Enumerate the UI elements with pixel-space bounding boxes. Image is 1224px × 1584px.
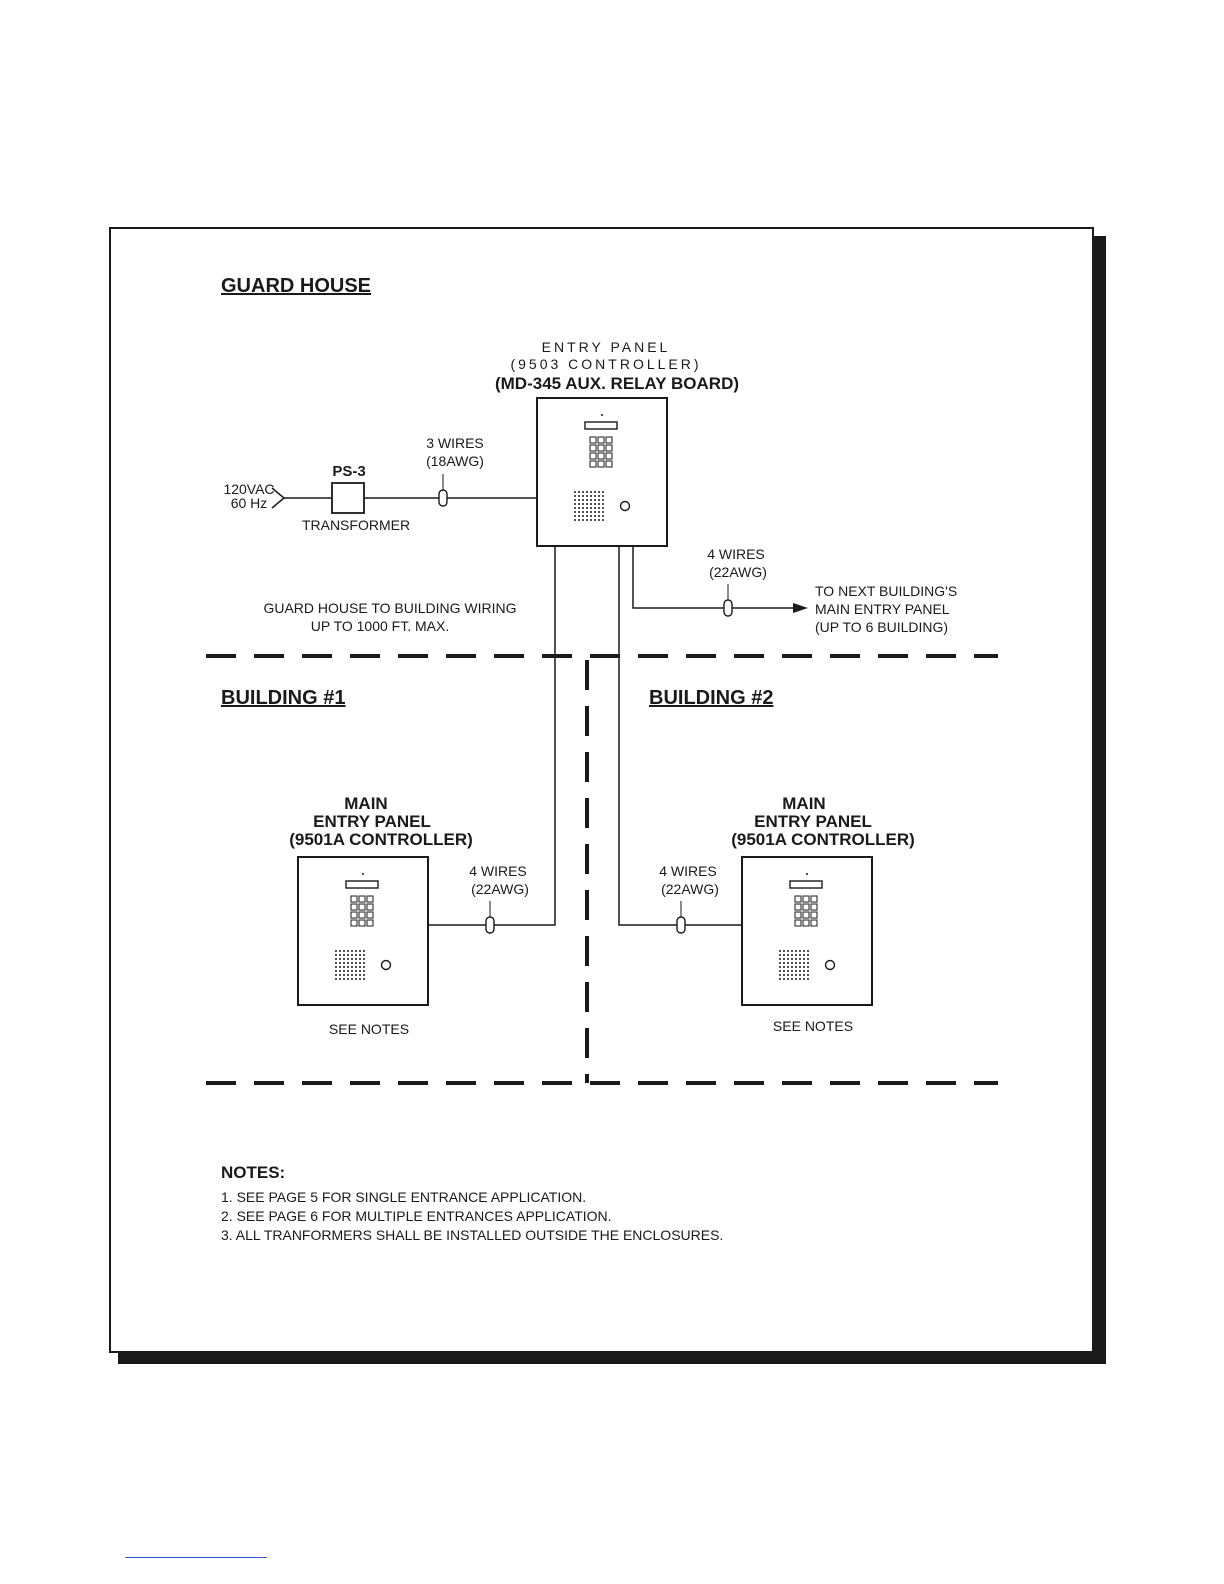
building2-panel-main: MAIN: [782, 794, 825, 813]
notes-heading: NOTES:: [221, 1163, 285, 1182]
note-3: 3. ALL TRANFORMERS SHALL BE INSTALLED OU…: [221, 1227, 723, 1243]
next-building-line1: TO NEXT BUILDING'S: [815, 583, 957, 599]
transformer-caption: TRANSFORMER: [302, 517, 410, 533]
ps3-label: PS-3: [332, 463, 365, 480]
building2-wire-gauge: (22AWG): [661, 881, 719, 897]
building1-wire-count: 4 WIRES: [469, 863, 527, 879]
building1-heading: BUILDING #1: [221, 687, 345, 709]
power-frequency-label: 60 Hz: [231, 495, 268, 511]
building1-panel-controller: (9501A CONTROLLER): [289, 830, 473, 849]
guard-entry-panel: [537, 398, 667, 546]
next-building-line3: (UP TO 6 BUILDING): [815, 619, 948, 635]
building2-feed-wire: [618, 546, 742, 926]
note-2: 2. SEE PAGE 6 FOR MULTIPLE ENTRANCES APP…: [221, 1208, 612, 1224]
wire-clip-building2: [676, 916, 686, 934]
building2-heading: BUILDING #2: [649, 687, 773, 709]
wire-count-next: 4 WIRES: [707, 546, 765, 562]
building1-see-notes: SEE NOTES: [329, 1021, 409, 1037]
building2-see-notes: SEE NOTES: [773, 1018, 853, 1034]
wire-clip-building1: [485, 916, 495, 934]
wiring-distance-line1: GUARD HOUSE TO BUILDING WIRING: [263, 600, 516, 616]
power-voltage-label: 120VAC: [223, 481, 274, 497]
building1-entry-panel: [298, 857, 428, 1005]
building2-panel-title: ENTRY PANEL: [754, 812, 872, 831]
building2-entry-panel: [742, 857, 872, 1005]
wire-clip-next: [723, 599, 733, 617]
guard-house-heading: GUARD HOUSE: [221, 275, 371, 297]
entry-panel-title: ENTRY PANEL: [542, 339, 671, 355]
wiring-distance-line2: UP TO 1000 FT. MAX.: [311, 618, 450, 634]
building1-panel-title: ENTRY PANEL: [313, 812, 431, 831]
entry-panel-controller: (9503 CONTROLLER): [510, 356, 701, 372]
next-building-line2: MAIN ENTRY PANEL: [815, 601, 950, 617]
next-building-wire: [632, 546, 795, 609]
wire-count-3: 3 WIRES: [426, 435, 484, 451]
building1-wire-gauge: (22AWG): [471, 881, 529, 897]
next-building-arrow: [793, 603, 808, 613]
note-1: 1. SEE PAGE 5 FOR SINGLE ENTRANCE APPLIC…: [221, 1189, 586, 1205]
entry-panel-relay-board: (MD-345 AUX. RELAY BOARD): [495, 374, 739, 393]
ps3-transformer: [331, 482, 365, 514]
wire-gauge-18: (18AWG): [426, 453, 484, 469]
building2-wire-count: 4 WIRES: [659, 863, 717, 879]
footer-rule: [125, 1557, 267, 1558]
wire-gauge-next: (22AWG): [709, 564, 767, 580]
building2-panel-controller: (9501A CONTROLLER): [731, 830, 915, 849]
wire-clip-3-wires: [438, 489, 448, 507]
building1-feed-wire: [428, 546, 556, 926]
building1-panel-main: MAIN: [344, 794, 387, 813]
